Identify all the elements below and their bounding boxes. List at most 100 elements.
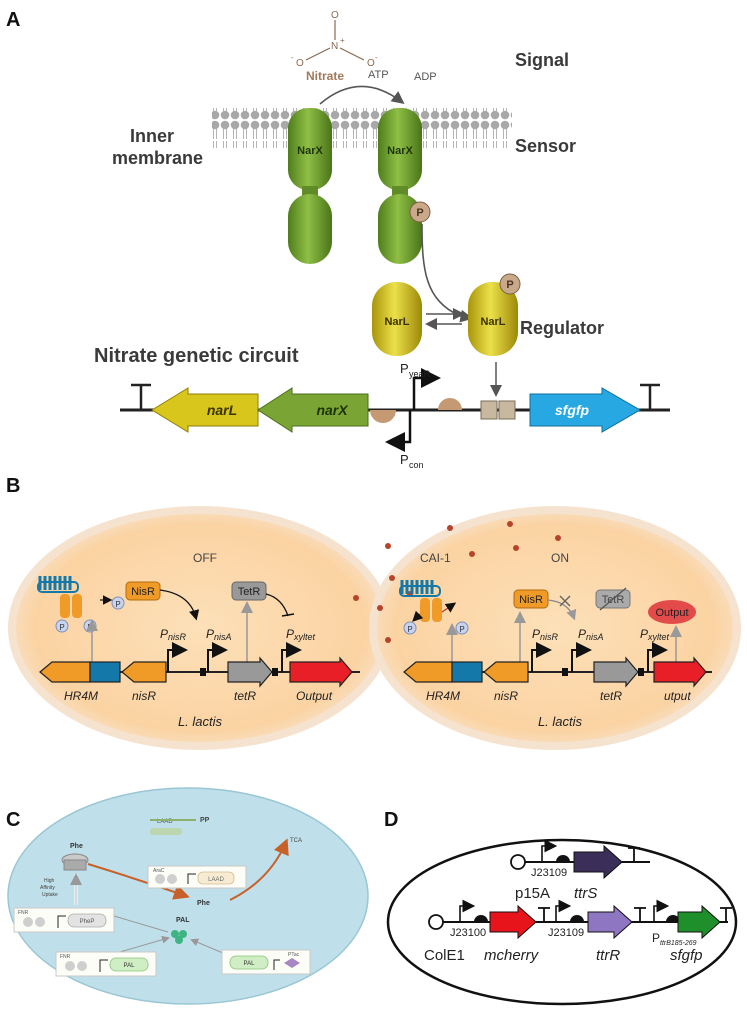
panel-d-letter: D bbox=[384, 809, 398, 831]
ttrs-label: ttrS bbox=[574, 885, 597, 902]
nitrate-n: N bbox=[331, 41, 338, 52]
hr4m-on: HR4M bbox=[426, 689, 460, 703]
gene-output-off bbox=[289, 656, 353, 688]
tca-label: TCA bbox=[290, 838, 302, 844]
svg-text:NisR: NisR bbox=[519, 594, 543, 606]
nitrate-o-top: O bbox=[331, 10, 339, 21]
svg-text:P: P bbox=[416, 207, 423, 219]
gene-tetr-on bbox=[593, 656, 639, 688]
spacer-on bbox=[562, 668, 568, 676]
narx-left-label: NarX bbox=[297, 145, 323, 157]
uptake-label: Uptake bbox=[42, 892, 58, 898]
pnisa-on-sub: nisA bbox=[586, 632, 604, 642]
nisr-gene-on: nisR bbox=[494, 689, 518, 703]
nisr-activation-arrow bbox=[159, 589, 200, 621]
signal-label: Signal bbox=[515, 50, 569, 70]
arac-laad-cassette: AraC LAAD bbox=[147, 865, 247, 889]
fnr-promoter bbox=[57, 915, 66, 928]
svg-text:narX: narX bbox=[316, 402, 349, 418]
j23109-bottom-label: J23109 bbox=[548, 927, 584, 939]
high-label: High bbox=[44, 878, 55, 884]
nisr-protein-on bbox=[513, 589, 549, 609]
terminator-sfgfp bbox=[720, 907, 732, 922]
promoter-off-1 bbox=[167, 642, 188, 672]
svg-text:P: P bbox=[59, 623, 64, 632]
terminator-p15a bbox=[628, 847, 640, 862]
svg-text:P: P bbox=[459, 625, 464, 634]
rbs-sfgfp bbox=[666, 915, 680, 922]
pnisa-off: P bbox=[206, 627, 214, 641]
terminator-right bbox=[640, 383, 660, 410]
ptac-repressor bbox=[284, 958, 300, 968]
inner-label: Inner bbox=[130, 126, 174, 146]
pnisa-on: P bbox=[578, 627, 586, 641]
nitrate-o-left: O bbox=[296, 58, 304, 69]
laad-gene-label: LAAD bbox=[208, 877, 224, 883]
panel-b-letter: B bbox=[6, 475, 20, 497]
gene-ttrs bbox=[573, 844, 623, 880]
gene-output-on bbox=[653, 656, 707, 688]
organism-off: L. lactis bbox=[178, 714, 223, 729]
pnisr-off-sub: nisR bbox=[168, 632, 187, 642]
svg-text:P: P bbox=[115, 600, 120, 609]
rbs-ttrr bbox=[570, 915, 584, 922]
gene-tetr-off bbox=[227, 656, 273, 688]
promoter-off-2 bbox=[207, 642, 228, 672]
gene-narx: narX bbox=[257, 387, 369, 433]
laad-protein bbox=[150, 828, 182, 835]
rbs-right bbox=[438, 398, 462, 410]
promoter-on-2 bbox=[571, 642, 592, 672]
promoter-on-1 bbox=[531, 642, 552, 672]
organism-on: L. lactis bbox=[538, 714, 583, 729]
pal-expr-3 bbox=[113, 915, 169, 933]
spacer-on-2 bbox=[638, 668, 644, 676]
panel-c-letter: C bbox=[6, 809, 20, 831]
operator-box-1 bbox=[480, 400, 498, 420]
svg-text:narL: narL bbox=[207, 402, 237, 418]
hr4m-off: HR4M bbox=[64, 689, 98, 703]
pxyl-on-sub: xyltet bbox=[647, 632, 670, 642]
terminator-left bbox=[131, 383, 151, 410]
adp-label: ADP bbox=[414, 71, 437, 83]
gene-hr4m-off-blue bbox=[89, 661, 121, 683]
ptac-promoter bbox=[273, 959, 280, 970]
svg-text:sfgfp: sfgfp bbox=[555, 402, 590, 418]
svg-text:TetR: TetR bbox=[602, 594, 625, 606]
output-protein bbox=[648, 600, 696, 624]
fnr2-promoter bbox=[99, 959, 108, 972]
promoter-j23100 bbox=[459, 899, 476, 922]
pttrb-main: P bbox=[652, 931, 660, 945]
j23100-label: J23100 bbox=[450, 927, 486, 939]
nisr-protein-off bbox=[125, 581, 161, 601]
promoter-pyear bbox=[412, 368, 441, 410]
membrane-label: membrane bbox=[112, 148, 203, 168]
terminator-ttrr bbox=[634, 907, 646, 922]
gene-sfgfp: sfgfp bbox=[529, 387, 641, 433]
affinity-label: Affinity bbox=[40, 885, 55, 891]
pnisr-off: P bbox=[160, 627, 168, 641]
gene-ttrr bbox=[587, 904, 633, 940]
terminator-mcherry bbox=[538, 907, 550, 922]
receptor-off bbox=[37, 576, 82, 618]
arac-promoter bbox=[187, 873, 196, 884]
promoter-j23109-bottom bbox=[555, 899, 572, 922]
tetr-gene-off: tetR bbox=[234, 689, 256, 703]
arrow-on-phos-2 bbox=[412, 610, 424, 622]
fnr-phep-cassette: FNR PheP bbox=[13, 907, 115, 933]
pxyl-off: P bbox=[286, 627, 294, 641]
narl-right: NarL bbox=[468, 282, 518, 356]
phe-inside: Phe bbox=[197, 900, 210, 907]
nitrate-o-left-charge: - bbox=[291, 53, 294, 62]
ptac-label: PTac bbox=[288, 952, 300, 958]
regulator-label: Regulator bbox=[520, 318, 604, 338]
narx-phosphate: P bbox=[409, 201, 431, 223]
pxyl-on: P bbox=[640, 627, 648, 641]
pcon-sub: con bbox=[409, 460, 424, 470]
panel-b: B OFF P P P NisR TetR P nisR P nisA P xy… bbox=[6, 475, 741, 750]
nitrate-o-right-charge: - bbox=[375, 53, 378, 62]
pal-gene2-label: PAL bbox=[244, 961, 256, 967]
svg-text:NisR: NisR bbox=[131, 586, 155, 598]
tetr-crossed bbox=[599, 587, 627, 611]
gene-hr4m-off-orange bbox=[39, 661, 91, 683]
cell-on bbox=[369, 506, 741, 750]
